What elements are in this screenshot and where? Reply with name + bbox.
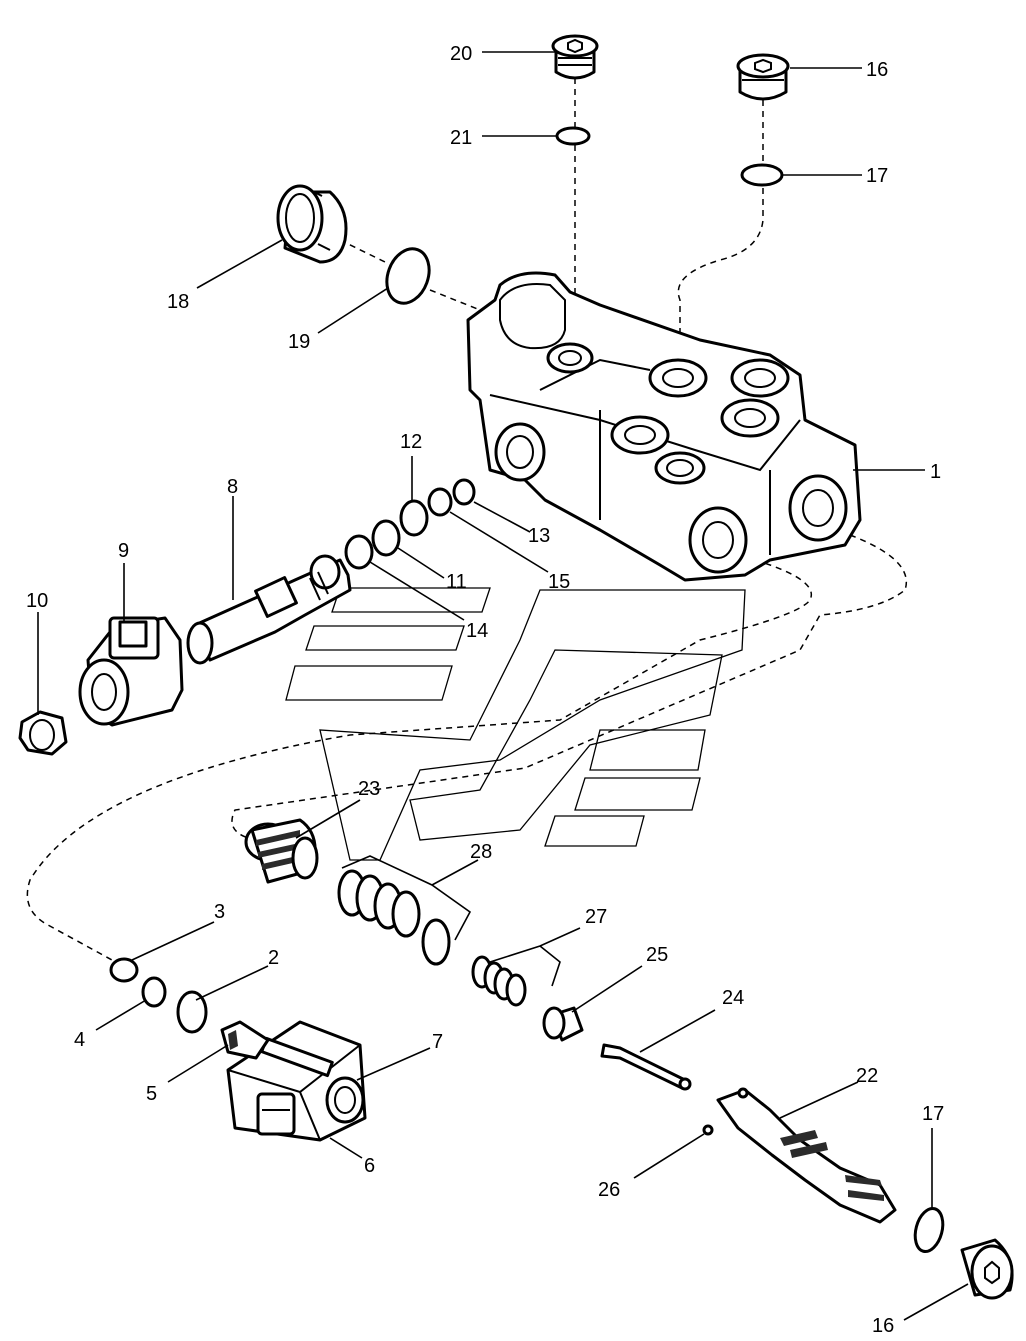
callout-23: 23 — [358, 778, 380, 800]
callout-17-bottom: 17 — [922, 1103, 944, 1125]
callout-7: 7 — [432, 1031, 443, 1053]
spring-23 — [244, 818, 319, 884]
o-ring-17-bottom — [913, 1206, 945, 1254]
callout-21: 21 — [450, 127, 472, 149]
ball-26 — [737, 1087, 749, 1099]
callout-15: 15 — [548, 571, 570, 593]
o-ring-13 — [452, 478, 476, 506]
callout-16-top: 16 — [866, 59, 888, 81]
o-ring-21 — [555, 126, 591, 146]
callout-3: 3 — [214, 901, 225, 923]
callout-22: 22 — [856, 1065, 878, 1087]
spool-22 — [702, 1088, 897, 1224]
o-ring-15 — [427, 487, 453, 517]
callout-1: 1 — [930, 461, 941, 483]
callout-5: 5 — [146, 1083, 157, 1105]
callout-13: 13 — [528, 525, 550, 547]
callout-18: 18 — [167, 291, 189, 313]
callout-17-top: 17 — [866, 165, 888, 187]
callout-26: 26 — [598, 1179, 620, 1201]
leader-lines — [37, 51, 969, 1321]
callout-14: 14 — [466, 620, 488, 642]
springs-28 — [337, 869, 451, 966]
sleeve-25 — [542, 1006, 584, 1042]
o-ring-4 — [141, 976, 167, 1008]
callout-4: 4 — [74, 1029, 85, 1051]
o-ring-2 — [176, 990, 208, 1034]
plug-18 — [276, 184, 348, 264]
callout-2: 2 — [268, 947, 279, 969]
plug-20 — [551, 34, 599, 80]
callout-8: 8 — [227, 476, 238, 498]
callout-6: 6 — [364, 1155, 375, 1177]
callout-16-bottom: 16 — [872, 1315, 894, 1337]
o-ring-19 — [385, 247, 431, 305]
o-ring-17-top — [740, 163, 784, 187]
o-ring-14 — [344, 534, 374, 570]
callout-11: 11 — [446, 571, 467, 593]
nut-7 — [325, 1076, 365, 1124]
coil-9 — [78, 616, 184, 727]
springs-27 — [471, 955, 527, 1007]
cartridge-valve-8 — [186, 554, 352, 665]
o-ring-3 — [109, 957, 139, 983]
nut-10 — [18, 710, 68, 756]
callout-19: 19 — [288, 331, 310, 353]
callout-25: 25 — [646, 944, 668, 966]
callout-24: 24 — [722, 987, 744, 1009]
o-ring-11 — [371, 519, 401, 557]
callout-28: 28 — [470, 841, 492, 863]
valve-body — [466, 271, 862, 582]
pin-24 — [600, 1043, 692, 1091]
watermark-logo — [285, 587, 746, 861]
callout-10: 10 — [26, 590, 48, 612]
callout-27: 27 — [585, 906, 607, 928]
callout-9: 9 — [118, 540, 129, 562]
o-ring-12 — [399, 499, 429, 537]
plug-16-top — [736, 53, 790, 101]
plug-16-bottom — [960, 1238, 1014, 1300]
callout-20: 20 — [450, 43, 472, 65]
callout-12: 12 — [400, 431, 422, 453]
callout-labels: 1 2 3 4 5 6 7 8 9 10 11 12 13 14 15 16 1… — [26, 43, 944, 1337]
cartridge-5 — [220, 1020, 270, 1060]
